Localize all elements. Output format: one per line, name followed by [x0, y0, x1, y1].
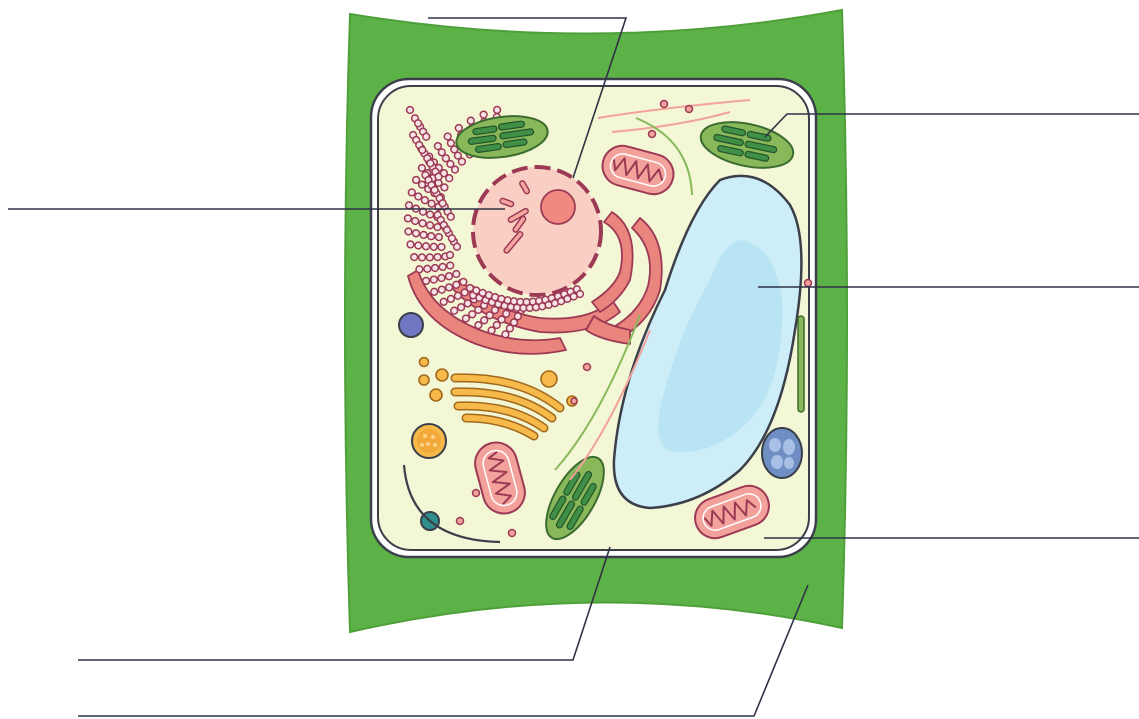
ribosome-dot — [481, 317, 488, 324]
ribosome-dot — [475, 307, 482, 314]
ribosome-dot — [428, 200, 435, 207]
amyloplast — [762, 428, 802, 478]
ribosome-dot — [447, 262, 454, 269]
ribosome-dot — [411, 254, 418, 261]
nucleolus — [541, 190, 575, 224]
ribosome-dot — [447, 252, 454, 259]
ribosome-dot — [455, 125, 462, 132]
ribosome-dot — [446, 273, 453, 280]
ribosome-dot — [439, 264, 446, 271]
ribosome-dot — [480, 111, 487, 118]
ribosome-dot — [454, 243, 461, 250]
ribosome-dot — [448, 140, 455, 147]
ribosome-dot — [413, 230, 420, 237]
ribosome-dot — [428, 233, 435, 240]
ribosome-dot — [464, 300, 471, 307]
ribosome-dot — [453, 271, 460, 278]
ribosome-dot — [423, 133, 430, 140]
ribosome-dot — [458, 304, 465, 311]
lysosome — [412, 424, 446, 458]
ribosome-dot — [447, 213, 454, 220]
ribosome-dot — [416, 266, 423, 273]
ribosome-dot — [436, 234, 443, 241]
ribosome-dot — [415, 193, 422, 200]
ribosome-dot — [435, 143, 442, 150]
ribosome-dot — [463, 315, 470, 322]
ribosome-dot — [430, 243, 437, 250]
ribosome-dot — [577, 291, 584, 298]
ribosome-dot — [440, 298, 447, 305]
ribosome-dot — [475, 322, 482, 329]
ribosome-dot — [431, 276, 438, 283]
ribosome-dot — [438, 286, 445, 293]
ribosome-dot — [448, 296, 455, 303]
ribosome-dot — [438, 275, 445, 282]
ribosome-dot — [415, 242, 422, 249]
ribosome-dot — [426, 254, 433, 261]
peroxisome — [399, 313, 423, 337]
ribosome-dot — [407, 241, 414, 248]
ribosome-dot — [427, 222, 434, 229]
ribosome-dot — [434, 254, 441, 261]
ribosome-dot — [467, 117, 474, 124]
ribosome-dot — [427, 160, 434, 167]
ribosome-dot — [419, 165, 426, 172]
ribosome-dot — [469, 311, 476, 318]
ribosome-dot — [444, 133, 451, 140]
ribosome-dot — [422, 197, 429, 204]
ribosome-dot — [502, 331, 509, 338]
ribosome-dot — [405, 215, 412, 222]
ribosome-dot — [407, 107, 414, 114]
ribosome-dot — [419, 254, 426, 261]
ribosome-dot — [427, 211, 434, 218]
ribosome-dot — [423, 243, 430, 250]
ribosome-dot — [419, 220, 426, 227]
ribosome-dot — [431, 187, 438, 194]
microtubule — [798, 316, 804, 412]
ribosome-dot — [424, 265, 431, 272]
ribosome-dot — [405, 228, 412, 235]
ribosome-dot — [419, 181, 426, 188]
ribosome-dot — [406, 202, 413, 209]
nucleus — [473, 167, 601, 295]
ribosome-dot — [419, 147, 426, 154]
ribosome-dot — [439, 200, 446, 207]
ribosome-dot — [435, 173, 442, 180]
ribosome-dot — [412, 218, 419, 225]
ribosome-dot — [408, 189, 415, 196]
ribosome-dot — [423, 278, 430, 285]
ribosome-dot — [413, 177, 420, 184]
ribosome-dot — [415, 120, 422, 127]
ribosome-dot — [446, 284, 453, 291]
ribosome-dot — [420, 232, 427, 239]
ribosome-dot — [449, 235, 456, 242]
ribosome-dot — [488, 327, 495, 334]
ribosome-dot — [432, 265, 439, 272]
ribosome-dot — [431, 288, 438, 295]
ribosome-dot — [494, 107, 501, 114]
ribosome-dot — [460, 279, 467, 286]
ribosome-dot — [438, 244, 445, 251]
ribosome-dot — [453, 281, 460, 288]
ribosome-dot — [444, 227, 451, 234]
ribosome-dot — [451, 307, 458, 314]
ribosome-dot — [455, 292, 462, 299]
